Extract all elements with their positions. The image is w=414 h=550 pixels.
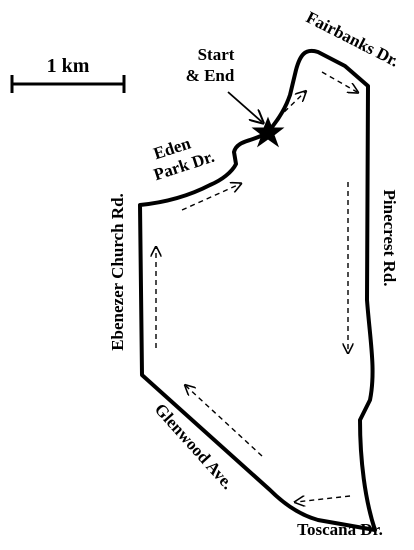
direction-arrows bbox=[156, 71, 357, 502]
street-label-glenwood: Glenwood Ave. bbox=[151, 400, 238, 493]
star-icon bbox=[251, 116, 285, 148]
street-label-fairbanks: Fairbanks Dr. bbox=[303, 8, 402, 71]
route-path bbox=[138, 49, 377, 532]
arrow-eden-park bbox=[181, 184, 240, 211]
street-label-ebenezer: Ebenezer Church Rd. bbox=[108, 193, 127, 351]
start-callout-arrow bbox=[227, 91, 262, 122]
start-label-line2: & End bbox=[186, 66, 235, 85]
street-label-pinecrest: Pinecrest Rd. bbox=[380, 190, 399, 287]
street-label-toscana: Toscana Dr. bbox=[297, 520, 383, 539]
arrow-toscana bbox=[296, 495, 351, 502]
scale-bar: 1 km bbox=[10, 55, 126, 93]
arrow-fairbanks bbox=[321, 71, 357, 92]
scale-label: 1 km bbox=[47, 55, 90, 77]
arrow-fairbanks-out bbox=[277, 92, 305, 119]
start-label-line1: Start bbox=[198, 45, 235, 64]
street-label-eden-park: Eden Park Dr. bbox=[151, 133, 217, 184]
